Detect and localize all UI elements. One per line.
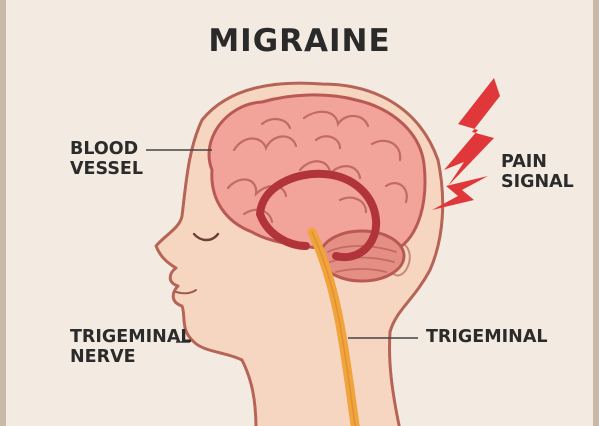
pain-signal-label: PAIN SIGNAL (501, 153, 574, 192)
trigeminal-nerve-label: TRIGEMINAL NERVE (70, 328, 192, 367)
lightning-bolt-icon (444, 78, 500, 186)
blood-vessel-label: BLOOD VESSEL (70, 140, 143, 179)
trigeminal-label: TRIGEMINAL (426, 328, 548, 348)
page-title: MIGRAINE (0, 24, 599, 59)
